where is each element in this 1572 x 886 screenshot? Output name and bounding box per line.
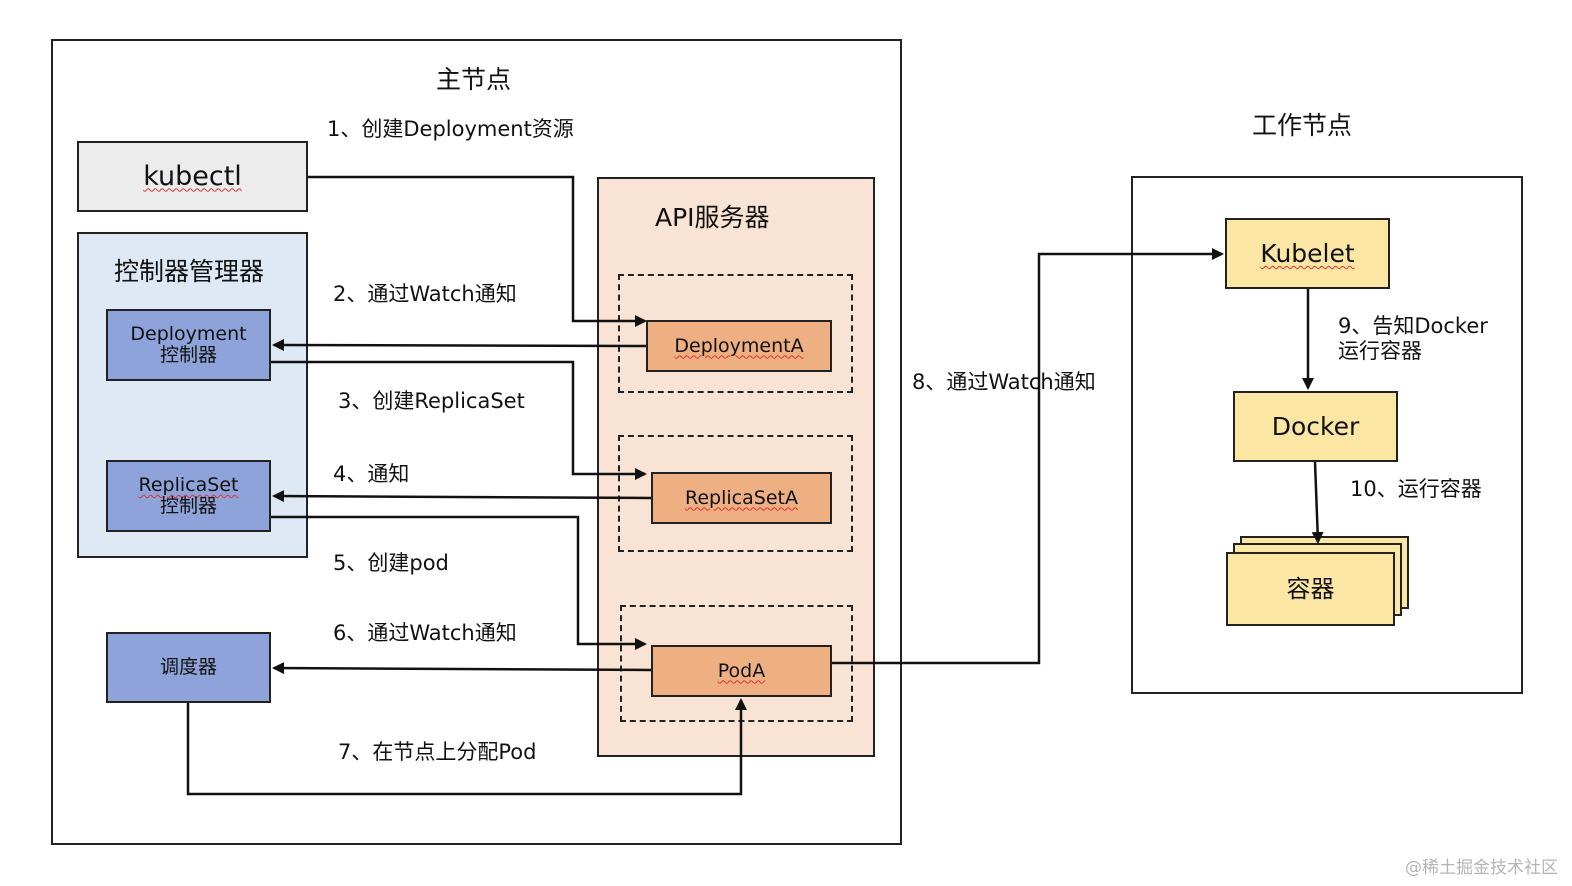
step-9-label: 9、告知Docker 运行容器 [1338,314,1488,364]
step-10-label: 10、运行容器 [1350,477,1482,501]
arrow-controller-to-replicaset [271,360,647,480]
step-3-label: 3、创建ReplicaSet [338,385,525,415]
docker-label: Docker [1271,411,1360,441]
docker-box[interactable]: Docker [1233,391,1398,462]
worker-node-title: 工作节点 [1252,111,1353,140]
step-1-label: 1、创建Deployment资源 [327,117,574,141]
step-9-line1: 9、告知Docker [1338,314,1488,338]
arrow-kubectl-to-deployment [308,175,647,327]
kubectl-box[interactable]: kubectl [77,141,308,212]
replicaset-controller-line1: ReplicaSet [138,474,239,497]
step-6-label: 6、通过Watch通知 [333,621,517,645]
arrow-scheduler-to-pod [186,698,747,796]
watermark: @稀土掘金技术社区 [1405,858,1558,878]
arrow-deployment-to-controller [272,339,647,352]
master-node-title: 主节点 [436,65,512,94]
kubelet-label: Kubelet [1260,238,1355,268]
step-2-label: 2、通过Watch通知 [333,282,517,306]
replicaset-resource-label: ReplicaSetA [685,486,798,509]
step-3-text: 3、创建ReplicaSet [338,389,525,413]
container-label: 容器 [1286,574,1335,603]
replicaset-controller-line2: 控制器 [159,495,217,517]
master-node-frame [51,39,902,845]
arrow-pod-to-kubelet [832,248,1224,665]
replicaset-controller-box[interactable]: ReplicaSet 控制器 [106,460,271,532]
deployment-controller-line1: Deployment [130,323,247,346]
deployment-resource-box[interactable]: DeploymentA [646,320,832,372]
deployment-controller-line2: 控制器 [159,344,217,366]
arrow-pod-to-scheduler [272,662,652,675]
api-server-title: API服务器 [655,203,770,232]
step-4-label: 4、通知 [333,462,410,486]
controller-manager-title: 控制器管理器 [114,257,265,286]
worker-node-frame [1131,176,1523,694]
arrow-docker-to-container [1311,461,1324,544]
container-box[interactable]: 容器 [1226,552,1395,626]
deployment-group [618,274,853,393]
replicaset-resource-box[interactable]: ReplicaSetA [651,472,832,524]
kubelet-box[interactable]: Kubelet [1225,218,1390,289]
step-7-label: 7、在节点上分配Pod [338,740,537,764]
pod-resource-label: PodA [717,659,766,682]
scheduler-label: 调度器 [159,656,217,679]
arrow-replicaset-to-controller [272,490,652,503]
replicaset-group [618,435,853,552]
step-9-line2: 运行容器 [1338,339,1422,364]
step-8-label: 8、通过Watch通知 [912,370,1096,394]
kubectl-label: kubectl [143,160,242,192]
arrow-rs-controller-to-pod [271,515,647,650]
step-5-label: 5、创建pod [333,551,449,575]
pod-resource-box[interactable]: PodA [651,645,832,697]
deployment-controller-box[interactable]: Deployment 控制器 [106,309,271,381]
deployment-resource-label: DeploymentA [674,334,804,357]
scheduler-box[interactable]: 调度器 [106,632,271,703]
